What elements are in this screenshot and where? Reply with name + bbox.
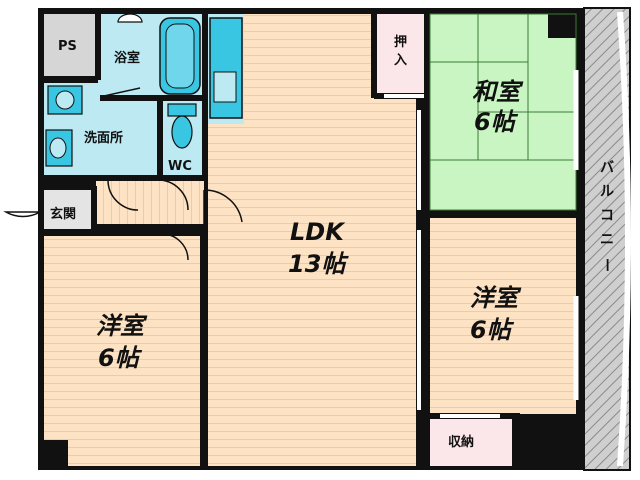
column-block: [38, 440, 68, 470]
label-bath: 浴室: [114, 50, 140, 66]
label-yoshitsu-right: 洋室: [470, 284, 522, 312]
label-oshiire-top: 押: [394, 34, 407, 50]
toilet-bowl-icon: [171, 115, 193, 149]
label-yoshitsu-right-size: 6帖: [470, 316, 515, 344]
doors: [3, 70, 579, 418]
balcony-rail: [617, 11, 631, 467]
column-block: [548, 8, 584, 38]
label-oshiire-bottom: 入: [394, 53, 407, 68]
entrance-floor: [44, 190, 92, 230]
label-yoshitsu-left-size: 6帖: [98, 344, 143, 372]
label-storage: 収納: [448, 434, 474, 450]
label-ldk-size: 13帖: [288, 250, 349, 278]
bathtub-inner: [165, 23, 195, 89]
yoshitsu-right-floor: [430, 218, 576, 414]
label-washitsu-size: 6帖: [474, 108, 519, 136]
svg-text:ル: ル: [600, 184, 614, 200]
shower-icon: [117, 13, 143, 23]
tatami-lines: [429, 13, 577, 211]
kitchen-counter: [209, 17, 243, 119]
svg-text:バ: バ: [600, 160, 614, 176]
toilet-tank: [167, 103, 197, 117]
svg-text:ー: ー: [598, 258, 614, 272]
washing-machine-drum: [55, 90, 75, 110]
label-balcony: バ ル コ ニ ー: [598, 160, 614, 272]
label-washroom: 洗面所: [84, 130, 123, 146]
svg-text:ニ: ニ: [600, 232, 614, 248]
label-entrance: 玄関: [50, 206, 76, 222]
yoshitsu-left-floor: [44, 236, 200, 466]
hallway: [96, 180, 204, 224]
basin-bowl: [49, 137, 67, 159]
oshiire-closet: [376, 14, 428, 98]
label-ps: PS: [58, 39, 77, 54]
column-block: [516, 418, 582, 470]
svg-text:コ: コ: [600, 208, 614, 224]
sink-icon: [213, 71, 237, 103]
label-wc: WC: [168, 159, 192, 174]
storage-closet: [430, 418, 512, 466]
label-washitsu: 和室: [472, 78, 524, 106]
ps-room: [44, 14, 96, 76]
label-ldk: LDK: [290, 218, 346, 246]
label-yoshitsu-left: 洋室: [96, 312, 148, 340]
